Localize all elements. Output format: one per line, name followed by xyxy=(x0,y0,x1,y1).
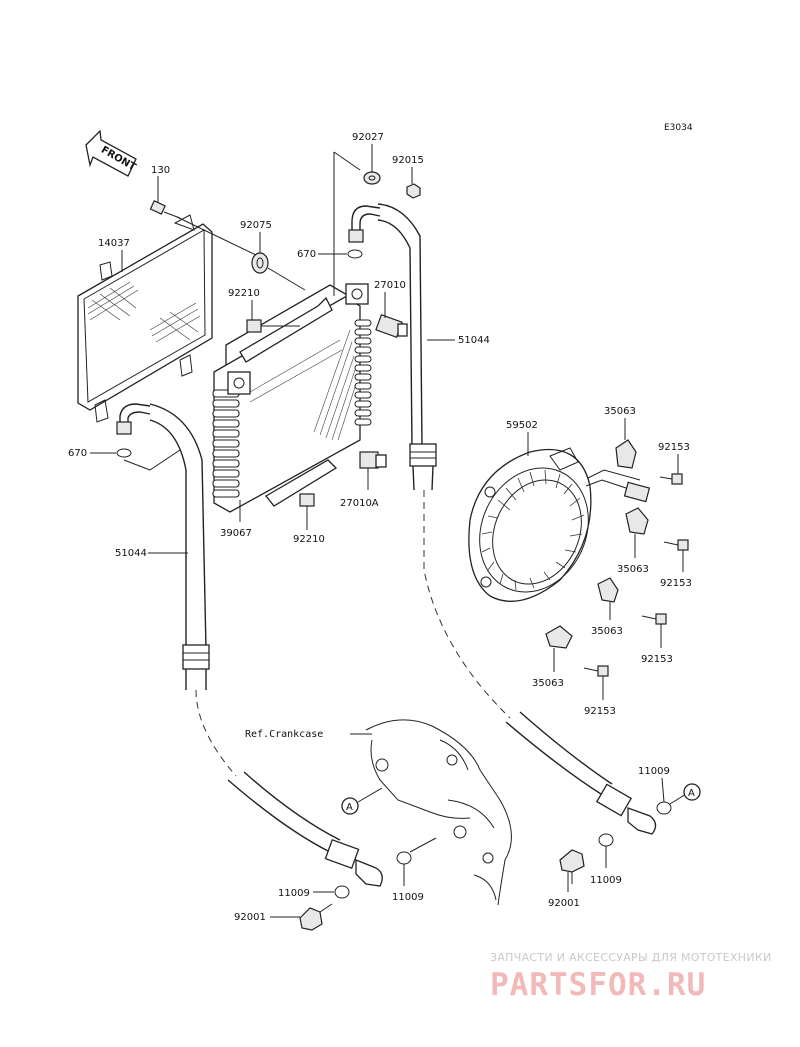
label-51044-right: 51044 xyxy=(458,335,490,346)
screw-92153-a xyxy=(659,473,683,485)
label-92075: 92075 xyxy=(240,220,272,231)
dashed-route-left xyxy=(195,689,237,777)
ref-crankcase-label: Ref.Crankcase xyxy=(245,729,323,740)
marker-a-hose: A xyxy=(669,783,701,805)
label-92153-c: 92153 xyxy=(641,654,673,665)
screw-92153-c xyxy=(641,613,667,625)
label-92153-a: 92153 xyxy=(658,442,690,453)
label-92015: 92015 xyxy=(392,155,424,166)
marker-a-crankcase-text: A xyxy=(346,802,353,813)
label-27010: 27010 xyxy=(374,280,406,291)
label-11009-right-top: 11009 xyxy=(638,766,670,777)
screw-92153-b xyxy=(663,539,689,551)
watermark-brand: PARTSFOR.RU xyxy=(490,967,706,1003)
label-11009-left-a: 11009 xyxy=(392,892,424,903)
hose-lower-left xyxy=(227,771,383,887)
hose-left xyxy=(116,403,210,690)
hose-lower-right xyxy=(505,711,657,835)
clamp-35063-b xyxy=(625,507,649,535)
washer-92027 xyxy=(363,171,381,185)
dashed-route-right xyxy=(423,490,511,719)
washer-11009-left-a xyxy=(396,851,412,865)
label-35063-a: 35063 xyxy=(604,406,636,417)
sensor-27010A xyxy=(359,451,387,469)
label-92210-top: 92210 xyxy=(228,288,260,299)
hose-right xyxy=(348,203,437,491)
grommet-92075 xyxy=(251,252,269,274)
label-670-left: 670 xyxy=(68,448,87,459)
screw-92153-d xyxy=(583,665,609,677)
label-35063-d: 35063 xyxy=(532,678,564,689)
clamp-35063-c xyxy=(597,577,619,603)
crankcase-outline xyxy=(365,719,512,906)
label-14037: 14037 xyxy=(98,238,130,249)
diagram-code: E3034 xyxy=(664,123,693,133)
label-92153-d: 92153 xyxy=(584,706,616,717)
front-arrow-icon: FRONT xyxy=(85,129,138,177)
label-92001-left: 92001 xyxy=(234,912,266,923)
label-130: 130 xyxy=(151,165,170,176)
label-92153-b: 92153 xyxy=(660,578,692,589)
banjo-bolt-92001-left xyxy=(299,903,333,931)
washer-11009-left-b xyxy=(334,885,350,899)
label-27010A: 27010A xyxy=(340,498,379,509)
label-35063-c: 35063 xyxy=(591,626,623,637)
label-92210-bottom: 92210 xyxy=(293,534,325,545)
cooler-guard xyxy=(77,214,213,423)
clamp-35063-d xyxy=(545,625,573,649)
label-670-top: 670 xyxy=(297,249,316,260)
label-11009-right-bottom: 11009 xyxy=(590,875,622,886)
watermark-tagline: ЗАПЧАСТИ И АКСЕССУАРЫ ДЛЯ МОТОТЕХНИКИ xyxy=(490,951,772,964)
label-92001-right: 92001 xyxy=(548,898,580,909)
nut-92015 xyxy=(406,183,421,199)
clip-92210-top xyxy=(246,319,300,333)
oil-cooler xyxy=(212,283,372,513)
fan-shroud xyxy=(468,447,651,602)
clamp-35063-a xyxy=(615,439,637,469)
label-59502: 59502 xyxy=(506,420,538,431)
bolt-130 xyxy=(149,200,181,219)
banjo-bolt-92001-right xyxy=(559,849,585,884)
label-39067: 39067 xyxy=(220,528,252,539)
label-51044-left: 51044 xyxy=(115,548,147,559)
washer-11009-right-bottom xyxy=(598,833,614,847)
label-92027: 92027 xyxy=(352,132,384,143)
label-35063-b: 35063 xyxy=(617,564,649,575)
marker-a-hose-text: A xyxy=(688,788,695,799)
o-ring-670-left xyxy=(116,448,132,458)
clip-92210-bottom xyxy=(299,493,315,507)
marker-a-crankcase: A xyxy=(341,787,383,815)
washer-11009-right-top xyxy=(656,801,672,815)
o-ring-670-top xyxy=(347,249,363,259)
label-11009-left-b: 11009 xyxy=(278,888,310,899)
sensor-27010 xyxy=(375,313,408,339)
